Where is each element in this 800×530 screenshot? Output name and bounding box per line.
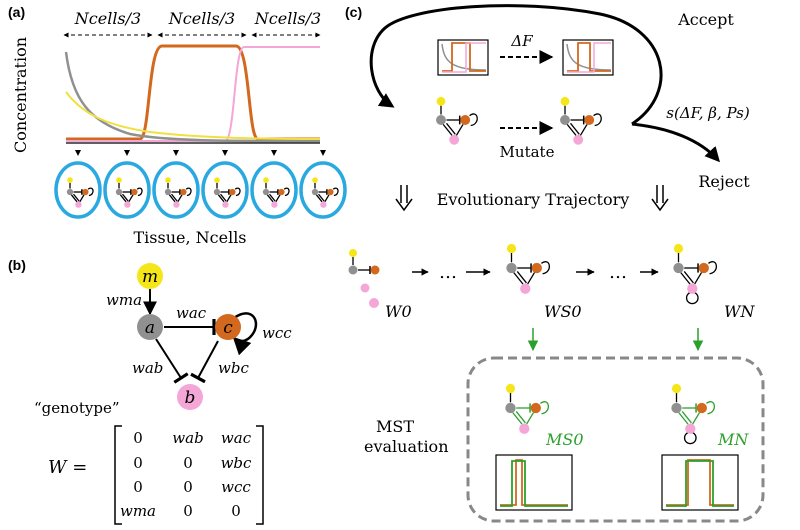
- pink-curve: [66, 46, 320, 142]
- node-m: [137, 263, 163, 289]
- matrix-cell: 0: [133, 454, 143, 472]
- weight-bc: wbc: [218, 359, 249, 377]
- panel-b-label: (b): [8, 257, 26, 273]
- orange-curve: [66, 44, 320, 141]
- genotype-label: “genotype”: [34, 399, 120, 417]
- tissue-cell: [299, 161, 347, 219]
- matrix-cell: 0: [231, 502, 241, 520]
- accept-label: Accept: [677, 10, 734, 29]
- matrix-cell: wbc: [221, 454, 252, 472]
- concentration-plot: [64, 44, 321, 144]
- x-axis-label: Tissue, Ncells: [133, 228, 246, 247]
- wn-label: WN: [724, 302, 755, 321]
- tissue-cell: [152, 161, 200, 219]
- network-ms0: [505, 383, 549, 434]
- phenotype-after: [562, 39, 614, 76]
- panel-c-label: (c): [345, 4, 362, 20]
- mst-plot-2: [661, 454, 739, 511]
- node-c: [215, 314, 241, 340]
- weight-cc: wcc: [262, 324, 292, 342]
- w0-label: W0: [385, 302, 412, 321]
- network-mn: [671, 383, 715, 445]
- mutate-label: Mutate: [500, 143, 555, 161]
- ellipsis-2: …: [609, 262, 627, 283]
- double-down-arrows: [395, 185, 669, 212]
- matrix-lhs: W =: [48, 457, 87, 478]
- mst-label: MST: [376, 417, 414, 436]
- cell-marker: [173, 150, 179, 156]
- mst-box: [466, 356, 765, 523]
- cell-marker: [320, 150, 326, 156]
- accept-loop-arrow: [369, 4, 663, 126]
- tissue-cell: [250, 161, 298, 219]
- matrix-cell: wcc: [221, 478, 251, 496]
- mn-label: MN: [717, 430, 749, 449]
- node-b-label: b: [185, 388, 196, 408]
- node-b: [177, 384, 203, 410]
- tissue-cell: [201, 161, 249, 219]
- header-label-1: Ncells/3: [74, 9, 141, 28]
- ws0-label: WS0: [544, 302, 582, 321]
- weight-ma: wma: [106, 291, 142, 309]
- network-before-mutation: [436, 96, 478, 145]
- matrix-cell: 0: [183, 478, 193, 496]
- reject-label: Reject: [698, 172, 750, 191]
- node-b-w0: [369, 298, 379, 308]
- matrix-cell: 0: [183, 502, 193, 520]
- weight-ab: wab: [132, 359, 163, 377]
- node-a-label: a: [145, 318, 155, 338]
- node-a: [137, 314, 163, 340]
- genotype-network: m a c b wma wac wab wbc wcc: [106, 263, 292, 410]
- delta-f-label: ΔF: [510, 32, 533, 50]
- yellow-curve: [65, 91, 321, 140]
- network-after-mutation: [560, 96, 602, 145]
- cell-marker: [124, 150, 130, 156]
- matrix-cell: wma: [120, 502, 156, 520]
- selection-function: s(ΔF, β, Ps): [666, 104, 750, 122]
- tissue-cell: [54, 161, 102, 219]
- node-m-label: m: [142, 267, 158, 287]
- cell-marker: [222, 150, 228, 156]
- weight-ac: wac: [176, 304, 207, 322]
- evaluation-label: evaluation: [364, 437, 449, 456]
- gray-curve: [64, 51, 321, 143]
- cell-network: [311, 177, 339, 208]
- network-ws0: [506, 243, 550, 294]
- tissue-cells: [54, 150, 347, 219]
- cell-network: [164, 177, 192, 208]
- header-label-3: Ncells/3: [254, 9, 321, 28]
- cell-marker: [271, 150, 277, 156]
- matrix-cell: 0: [133, 478, 143, 496]
- panel-a-label: (a): [8, 4, 25, 20]
- matrix-cell: wab: [172, 429, 203, 447]
- cell-network: [115, 177, 143, 208]
- section-headers: Ncells/3 Ncells/3 Ncells/3: [63, 9, 321, 38]
- cell-network: [66, 177, 94, 208]
- phenotype-before: [437, 39, 489, 76]
- cell-network: [213, 177, 241, 208]
- matrix-cell: 0: [133, 429, 143, 447]
- node-c-label: c: [223, 318, 233, 338]
- cell-network: [262, 177, 290, 208]
- trajectory-label: Evolutionary Trajectory: [437, 190, 630, 209]
- matrix-cell: wac: [221, 429, 252, 447]
- network-wn: [673, 243, 717, 305]
- header-label-2: Ncells/3: [168, 9, 235, 28]
- network-w0: [348, 249, 380, 293]
- matrix-cell: 0: [183, 454, 193, 472]
- ms0-label: MS0: [545, 430, 584, 449]
- tissue-cell: [103, 161, 151, 219]
- y-axis-label: Concentration: [11, 37, 30, 153]
- cell-marker: [75, 150, 81, 156]
- ellipsis-1: …: [439, 262, 457, 283]
- mst-plot-1: [495, 454, 573, 511]
- reject-arrow: [631, 122, 721, 163]
